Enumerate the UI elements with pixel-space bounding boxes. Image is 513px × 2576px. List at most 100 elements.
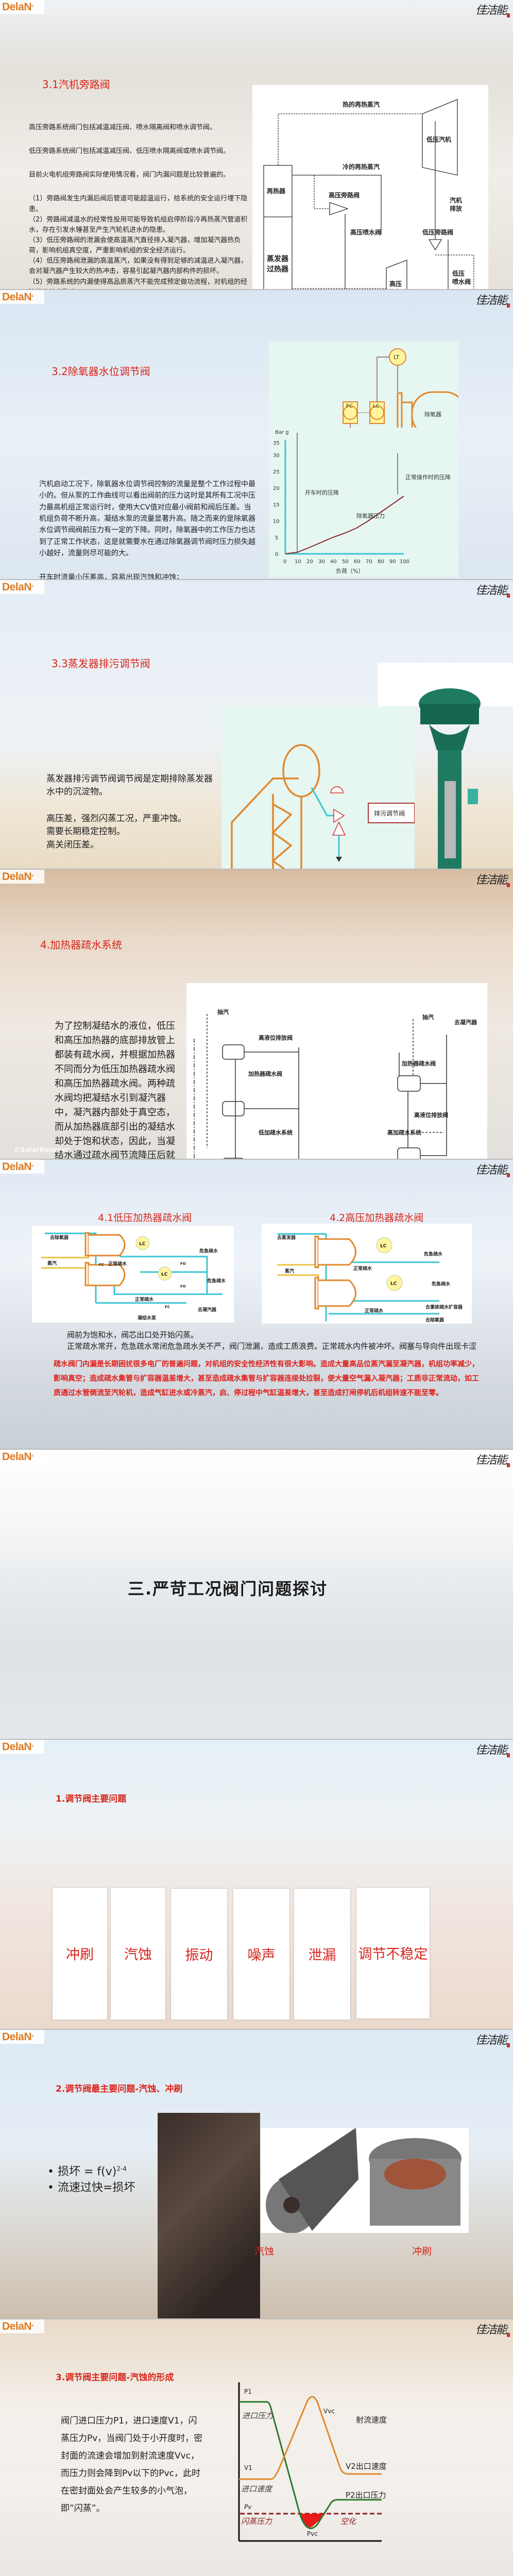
section-title: 三.严苛工况阀门问题探讨 xyxy=(128,1579,328,1599)
svg-text:进口压力: 进口压力 xyxy=(242,2411,273,2420)
bullet-item: • 损坏 = f(v)2-4 xyxy=(47,2165,127,2178)
svg-text:高液位排放阀: 高液位排放阀 xyxy=(414,1111,448,1118)
slide-body: 汽机启动工况下，除氧器水位调节阀控制的流量是整个工作过程中最小的。但从泵的工作曲… xyxy=(39,480,255,580)
svg-text:空化: 空化 xyxy=(340,2517,357,2526)
svg-text:去除氧器: 去除氧器 xyxy=(425,1317,444,1323)
plug-photo xyxy=(158,2112,260,2319)
svg-text:LC: LC xyxy=(161,1272,168,1277)
svg-text:Pvc: Pvc xyxy=(307,2530,318,2537)
jiajieneng-logo: 佳洁能 xyxy=(475,1,510,18)
svg-text:30: 30 xyxy=(318,559,325,565)
svg-text:Vvc: Vvc xyxy=(323,2408,335,2415)
svg-text:危急疏水: 危急疏水 xyxy=(207,1278,226,1284)
svg-text:FC: FC xyxy=(165,1305,170,1309)
svg-text:去事故疏水扩容器: 去事故疏水扩容器 xyxy=(425,1304,463,1310)
svg-text:高压旁路阀: 高压旁路阀 xyxy=(329,191,360,199)
svg-text:20: 20 xyxy=(306,559,313,565)
lp-drain-panel xyxy=(32,1226,234,1323)
jiajieneng-logo: 佳洁能 xyxy=(475,1451,510,1467)
hp-caption: 高加疏水系统 xyxy=(387,1129,421,1137)
delan-logo: DelaN® xyxy=(0,0,44,14)
svg-text:5: 5 xyxy=(275,535,278,541)
svg-text:Pv: Pv xyxy=(244,2503,252,2511)
lp-drain-title: 4.1低压加热器疏水阀 xyxy=(98,1212,192,1224)
svg-text:LC: LC xyxy=(380,1244,387,1249)
svg-text:抽汽: 抽汽 xyxy=(422,1013,434,1021)
slide-blowdown-valve: DelaN® 佳洁能 3.3蒸发器排污调节阀 蒸发器排污调节阀调节阀是定期排除蒸… xyxy=(0,580,513,870)
delan-logo: DelaN® xyxy=(0,1160,44,1174)
slide-body: 高压旁路系统阀门包括减温减压阀、喷水隔离阀和喷水调节阀。 低压旁路系统阀门包括减… xyxy=(29,124,248,289)
svg-text:10: 10 xyxy=(295,559,301,565)
damaged-parts-illustration xyxy=(266,2127,461,2233)
jiajieneng-logo: 佳洁能 xyxy=(475,2320,510,2337)
jiajieneng-logo: 佳洁能 xyxy=(475,1161,510,1178)
svg-text:排污调节阀: 排污调节阀 xyxy=(374,810,405,817)
delan-logo: DelaN® xyxy=(0,290,44,304)
cavitation-pressure-velocity-chart: P1 进口压力 Vvc 射流速度 V1 V2出口速度 进口速度 P2出口压力 P… xyxy=(238,2382,387,2542)
slide-title: 3.3蒸发器排污调节阀 xyxy=(52,657,150,670)
problem-card: 泄漏 xyxy=(294,1888,350,2020)
svg-text:低压旁路阀: 低压旁路阀 xyxy=(422,228,453,236)
slide-title: 2.调节阀最主要问题-汽蚀、冲刷 xyxy=(56,2083,183,2094)
slide-body: 为了控制凝结水的液位，低压和高压加热器的底部排放管上都装有疏水阀，并根据加热器不… xyxy=(55,1021,175,1160)
svg-text:凝结水泵: 凝结水泵 xyxy=(138,1315,157,1321)
slide-title: 3.2除氧器水位调节阀 xyxy=(52,365,150,378)
svg-text:LC: LC xyxy=(373,403,380,409)
svg-text:过热器: 过热器 xyxy=(267,265,289,274)
svg-text:去凝汽器: 去凝汽器 xyxy=(198,1307,217,1313)
svg-text:高液位排放阀: 高液位排放阀 xyxy=(259,1034,293,1041)
jiajieneng-logo: 佳洁能 xyxy=(475,581,510,598)
slide-turbine-bypass: DelaN® 佳洁能 3.1汽机旁路阀 高压旁路系统阀门包括减温减压阀、喷水隔离… xyxy=(0,0,513,290)
slide-cavitation-erosion: DelaN® 佳洁能 2.调节阀最主要问题-汽蚀、冲刷 • 损坏 = f(v)2… xyxy=(0,2029,513,2320)
hp-drain-panel xyxy=(262,1224,472,1324)
svg-text:危急疏水: 危急疏水 xyxy=(199,1248,218,1254)
svg-text:加热器疏水阀: 加热器疏水阀 xyxy=(248,1070,282,1077)
bullet-item: • 流速过快=损坏 xyxy=(47,2181,135,2195)
svg-text:高压喷水阀: 高压喷水阀 xyxy=(350,228,381,236)
slide-body: 蒸发器排污调节阀调节阀是定期排除蒸发器水中的沉淀物。 高压差，强烈闪蒸工况，严重… xyxy=(46,773,213,850)
svg-text:25: 25 xyxy=(273,469,280,475)
svg-text:去除氧器: 去除氧器 xyxy=(50,1234,69,1241)
svg-text:正常疏水: 正常疏水 xyxy=(135,1296,154,1302)
svg-text:进口速度: 进口速度 xyxy=(241,2484,273,2494)
delan-logo: DelaN® xyxy=(0,2319,44,2334)
delan-logo: DelaN® xyxy=(0,1739,44,1754)
problem-card: 冲刷 xyxy=(53,1887,107,2020)
svg-text:40: 40 xyxy=(330,559,337,565)
svg-text:排放: 排放 xyxy=(450,205,463,212)
svg-text:热的再热蒸汽: 热的再热蒸汽 xyxy=(343,100,380,108)
svg-text:低压汽机: 低压汽机 xyxy=(426,135,451,143)
svg-text:蒸发器: 蒸发器 xyxy=(267,255,289,263)
svg-text:V1: V1 xyxy=(244,2464,252,2471)
svg-text:V2出口速度: V2出口速度 xyxy=(346,2462,387,2471)
erosion-caption: 冲刷 xyxy=(412,2245,432,2257)
jiajieneng-logo: 佳洁能 xyxy=(475,2031,510,2047)
svg-text:危急疏水: 危急疏水 xyxy=(431,1281,451,1287)
svg-text:0: 0 xyxy=(283,559,286,565)
drain-notes: 阀前为饱和水，阀芯出口处开始闪蒸。 正常疏水常开，危急疏水常闭危急疏水关不严，阀… xyxy=(67,1330,477,1351)
slide-title: 1.调节阀主要问题 xyxy=(56,1793,127,1804)
evaporator-diagram-panel xyxy=(221,706,415,869)
svg-text:Bar g: Bar g xyxy=(275,430,289,435)
svg-text:100: 100 xyxy=(400,559,409,565)
drain-warning: 疏水阀门内漏是长期困扰很多电厂的普遍问题，对机组的安全性经济性有很大影响。造成大… xyxy=(54,1360,479,1398)
jiajieneng-logo: 佳洁能 xyxy=(475,1741,510,1757)
svg-text:60: 60 xyxy=(354,559,361,565)
evaporator-diagram: 蒸发器 排污调节阀 xyxy=(231,743,415,869)
hp-drain-title: 4.2高压加热器疏水阀 xyxy=(330,1212,424,1224)
delan-logo: DelaN® xyxy=(0,2029,44,2044)
problem-card: 调节不稳定 xyxy=(356,1887,430,2019)
slide-body: 阀门进口压力P1，进口速度V1，闪蒸压力Pv，当阀门处于小开度时，密封面的流速会… xyxy=(61,2416,203,2514)
slide-cavitation-formation: DelaN® 佳洁能 3.调节阀主要问题-汽蚀的形成 阀门进口压力P1，进口速度… xyxy=(0,2319,513,2576)
svg-text:加热器疏水阀: 加热器疏水阀 xyxy=(401,1060,436,1067)
svg-text:危急疏水: 危急疏水 xyxy=(423,1251,443,1257)
cavitation-caption: 汽蚀 xyxy=(254,2245,275,2257)
jiajieneng-logo: 佳洁能 xyxy=(475,291,510,308)
damaged-parts-photo xyxy=(261,2127,469,2233)
blowdown-label-box xyxy=(368,802,415,823)
svg-text:LC: LC xyxy=(390,1281,397,1286)
svg-text:正常疏水: 正常疏水 xyxy=(365,1308,384,1314)
slide-heater-drain-system: DelaN® 佳洁能 4.加热器疏水系统 为了控制凝结水的液位，低压和高压加热器… xyxy=(0,870,513,1160)
slide-main-problems: DelaN® 佳洁能 1.调节阀主要问题 冲刷 汽蚀 振动 噪声 泄漏 调节不稳… xyxy=(0,1739,513,2030)
